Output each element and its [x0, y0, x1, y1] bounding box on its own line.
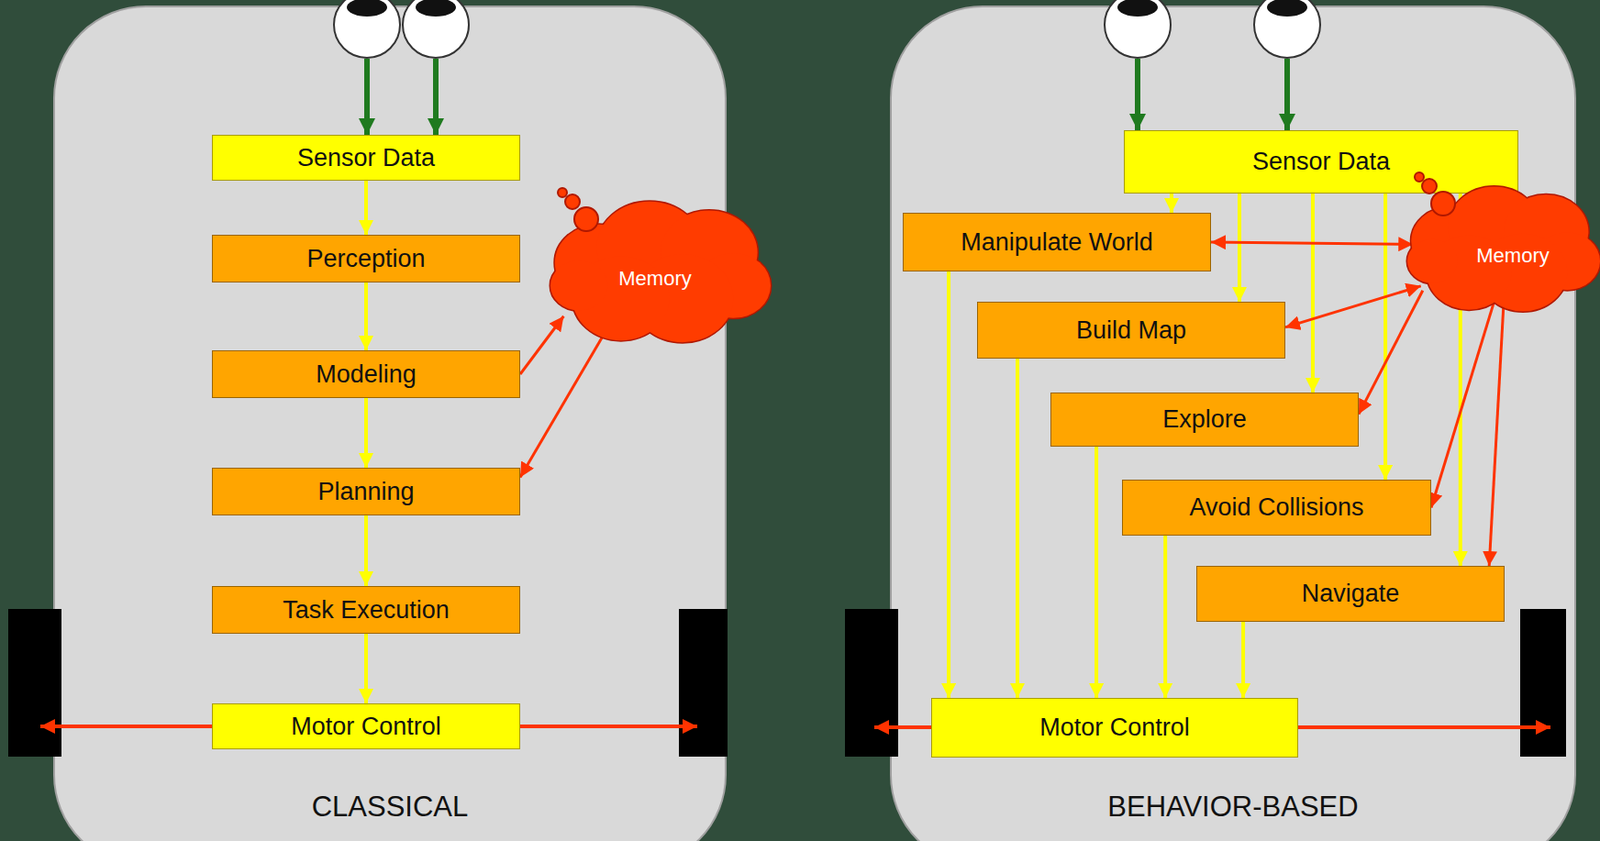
eye-pupil: [415, 0, 456, 17]
box-label: Task Execution: [282, 596, 450, 625]
eye: [1254, 0, 1321, 58]
eye: [333, 0, 400, 58]
process-box: Task Execution: [211, 586, 521, 634]
data-flow-arrow: [1311, 193, 1315, 393]
data-flow-arrow: [1163, 535, 1167, 699]
box-label: Motor Control: [290, 712, 442, 742]
box-label: Build Map: [1076, 316, 1187, 345]
box-label: Explore: [1162, 405, 1247, 434]
data-flow-arrow: [1015, 358, 1020, 699]
eye-pupil: [1266, 0, 1308, 17]
eye: [1104, 0, 1171, 58]
wheel: [1520, 609, 1567, 757]
process-box: Modeling: [211, 350, 521, 399]
sensor-arrow: [1134, 58, 1141, 131]
process-box: Explore: [1050, 392, 1359, 447]
sensor-arrow: [1284, 58, 1290, 131]
memory-arrow: [1488, 302, 1504, 567]
data-flow-arrow: [364, 633, 368, 704]
memory-arrow: [1358, 290, 1423, 415]
memory-label: Memory: [618, 266, 691, 291]
box-label: Avoid Collisions: [1188, 493, 1364, 523]
box-label: Navigate: [1301, 579, 1400, 609]
sensor-arrow: [433, 58, 439, 135]
architecture-label: BEHAVIOR-BASED: [1107, 790, 1358, 824]
box-label: Manipulate World: [960, 228, 1154, 257]
memory-arrow: [1431, 301, 1495, 508]
box-label: Modeling: [315, 360, 417, 389]
memory-arrow: [520, 316, 564, 375]
eye: [402, 0, 469, 58]
data-flow-arrow: [1094, 446, 1099, 699]
memory-arrow: [1285, 286, 1422, 328]
process-box: Manipulate World: [902, 212, 1212, 272]
data-flow-arrow: [946, 271, 951, 699]
io-box: Sensor Data: [1123, 130, 1519, 194]
process-box: Build Map: [977, 301, 1286, 359]
data-flow-arrow: [1169, 193, 1174, 213]
data-flow-arrow: [364, 515, 368, 587]
eye-pupil: [346, 0, 388, 17]
wheel: [678, 609, 728, 757]
io-box: Motor Control: [211, 703, 521, 750]
process-box: Planning: [211, 467, 521, 516]
process-box: Perception: [211, 234, 521, 283]
data-flow-arrow: [364, 398, 368, 468]
memory-cloud: Memory: [550, 209, 771, 337]
eye-pupil: [1117, 0, 1158, 17]
data-flow-arrow: [1237, 193, 1242, 302]
wheel: [844, 609, 899, 757]
io-box: Motor Control: [931, 698, 1299, 758]
data-flow-arrow: [364, 282, 368, 351]
process-box: Navigate: [1196, 566, 1505, 623]
sensor-arrow: [364, 58, 370, 135]
data-flow-arrow: [1241, 622, 1245, 699]
wheel-drive-arrow: [1298, 725, 1551, 730]
memory-arrow: [520, 331, 606, 478]
memory-arrow: [1211, 242, 1413, 245]
io-box: Sensor Data: [211, 134, 521, 181]
data-flow-arrow: [1383, 193, 1388, 480]
robot-body: BEHAVIOR-BASED Sensor DataManipulate Worl…: [889, 5, 1577, 841]
box-label: Planning: [317, 477, 414, 507]
box-label: Motor Control: [1039, 713, 1190, 743]
wheel-drive-arrow: [40, 724, 212, 729]
process-box: Avoid Collisions: [1122, 479, 1432, 536]
data-flow-arrow: [1458, 193, 1463, 567]
box-label: Sensor Data: [297, 144, 435, 173]
data-flow-arrow: [364, 180, 368, 235]
memory-label: Memory: [1476, 244, 1549, 268]
robot-body: CLASSICAL Sensor DataPerceptionModelingPl…: [53, 5, 727, 841]
memory-cloud: Memory: [1407, 193, 1600, 307]
box-label: Perception: [306, 244, 425, 274]
wheel: [8, 609, 62, 757]
wheel-drive-arrow: [874, 725, 932, 730]
architecture-label: CLASSICAL: [311, 790, 469, 824]
wheel-drive-arrow: [520, 724, 698, 729]
box-label: Sensor Data: [1252, 147, 1390, 177]
